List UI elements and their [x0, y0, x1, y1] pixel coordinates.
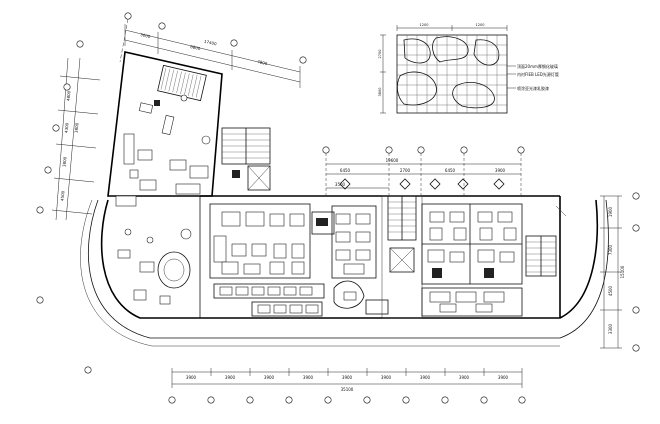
dim-right-3: 4500 — [608, 285, 613, 296]
dim-left-2: 4300 — [63, 122, 69, 133]
inset-note-3: 喷涂亚光漆乳胶漆 — [517, 85, 549, 91]
dim-top-left-3: 17400 — [204, 39, 218, 47]
dim-mid-total: 19600 — [386, 158, 399, 163]
dim-bottom-total: 35100 — [341, 387, 354, 392]
left-wing-rooms — [115, 64, 271, 207]
dim-bottom-5: 3900 — [342, 375, 353, 380]
inset-dim-left-2: 3800 — [378, 88, 382, 97]
dim-top-left-1: 3000 — [140, 32, 151, 39]
dim-bottom-1: 3900 — [186, 375, 197, 380]
left-dimensions: 4800 4300 3800 3800 4500 — [36, 40, 101, 221]
dim-bottom-7: 3900 — [420, 375, 431, 380]
dim-right-4: 3300 — [608, 323, 613, 334]
central-core — [381, 195, 423, 319]
dim-bottom-9: 3900 — [498, 375, 509, 380]
dim-bottom-2: 3900 — [225, 375, 236, 380]
dim-top-left-2: 6800 — [190, 44, 201, 51]
dim-left-3: 3800 — [73, 122, 79, 133]
dim-left-5: 4500 — [59, 190, 65, 201]
dim-mid-4: 3900 — [495, 168, 506, 173]
dim-top-left-4: 7800 — [257, 59, 268, 66]
inset-dim-top-1: 1200 — [420, 23, 429, 27]
dim-bottom-6: 3900 — [381, 375, 392, 380]
dim-bottom-8: 3900 — [459, 375, 470, 380]
inset-note-1: 顶面20mm厚钢化玻璃 — [517, 63, 558, 69]
right-rooms — [421, 203, 557, 317]
dim-bottom-4: 3900 — [303, 375, 314, 380]
dim-bottom-3: 3900 — [264, 375, 275, 380]
building-outline — [80, 51, 609, 347]
bottom-counters — [213, 280, 389, 317]
dim-mid-3: 6450 — [445, 168, 456, 173]
inset-dim-top-2: 1200 — [476, 23, 485, 27]
bottom-dimensions: 3900 3900 3900 3900 3900 3900 3900 3900 … — [36, 296, 526, 404]
inset-note-2: 内衬FIEB LED光源灯管 — [517, 71, 559, 77]
dim-mid-2: 2700 — [400, 168, 411, 173]
dim-mid-1: 6450 — [340, 168, 351, 173]
ceiling-detail-inset: 1200 1200 2700 3800 顶面20mm厚钢化玻璃 内衬FIEB L… — [378, 23, 559, 114]
right-dimensions: 1900 7300 15100 4500 3300 — [555, 192, 640, 352]
dim-left-1: 4800 — [65, 90, 71, 101]
mid-top-dimensions: 19600 6450 2700 6450 3900 3500 — [322, 146, 525, 196]
inset-dim-left-1: 2700 — [378, 50, 382, 59]
top-left-dimensions: 3000 6800 17400 7800 — [119, 12, 307, 88]
lounge-area — [117, 228, 192, 305]
dim-right-2: 7300 — [608, 244, 613, 255]
dim-right-total: 15100 — [620, 265, 625, 278]
dim-left-4: 3800 — [61, 156, 67, 167]
dim-right-1: 1900 — [608, 206, 613, 217]
central-seating — [209, 203, 377, 279]
